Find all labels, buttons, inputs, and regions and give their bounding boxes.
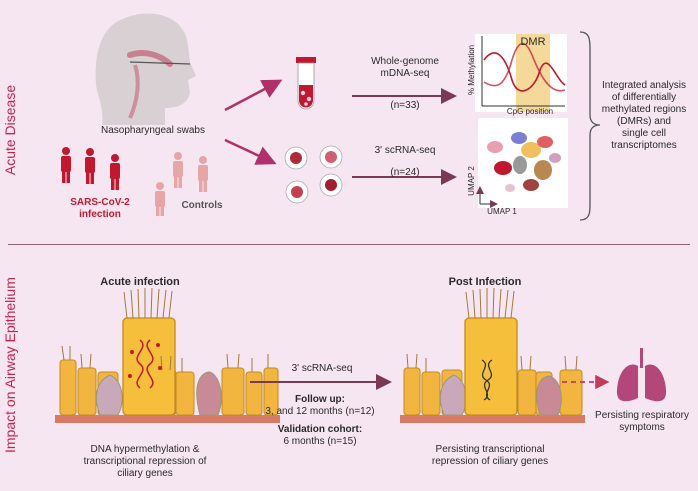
cpg-axis-label: CpG position (506, 107, 554, 116)
infected-people-icon (61, 147, 120, 190)
dmr-label: DMR (520, 36, 546, 48)
umap1-label: UMAP 1 (487, 207, 517, 216)
arrow-to-tube (224, 79, 283, 112)
head-profile-icon (95, 13, 196, 125)
bracket (579, 31, 601, 221)
validation-value: 6 months (n=15) (283, 436, 357, 447)
swabs-label: Nasopharyngeal swabs (101, 125, 205, 136)
umap-plot (476, 118, 568, 208)
arrow-to-cells (224, 138, 277, 165)
single-cells-icon (284, 145, 343, 204)
umap2-label: UMAP 2 (467, 166, 476, 196)
acute-epithelium-illustration (55, 287, 280, 423)
methylation-plot (475, 34, 567, 112)
wgbs-n: (n=33) (390, 100, 420, 111)
scrna-n: (n=24) (390, 167, 420, 178)
acute-infection-title: Acute infection (100, 276, 180, 288)
symptoms-caption: Persisting respiratory symptoms (595, 410, 689, 433)
dmr-band (516, 34, 550, 112)
wgbs-title: Whole-genome mDNA-seq (371, 56, 439, 79)
acute-caption: DNA hypermethylation & transcriptional r… (83, 444, 207, 479)
scrna-title: 3' scRNA-seq (374, 145, 436, 156)
sample-tube-icon (296, 57, 316, 110)
lungs-icon (616, 348, 667, 402)
methylation-axis-label: % Methylation (467, 44, 476, 96)
validation-label: Validation cohort: (277, 424, 363, 435)
followup-value: 3, and 12 months (n=12) (265, 406, 375, 417)
controls-people-icon (155, 152, 208, 216)
integrated-analysis-text: Integrated analysis of differentially me… (601, 80, 687, 151)
post-infection-title: Post Infection (448, 276, 522, 288)
followup-label: Follow up: (295, 394, 345, 405)
post-caption: Persisting transcriptional repression of… (431, 444, 549, 467)
section-divider (8, 244, 690, 245)
controls-label: Controls (181, 200, 223, 211)
post-epithelium-illustration (400, 287, 585, 423)
bottom-scrna-label: 3' scRNA-seq (291, 363, 353, 374)
infection-label: SARS-CoV-2 infection (70, 197, 130, 220)
